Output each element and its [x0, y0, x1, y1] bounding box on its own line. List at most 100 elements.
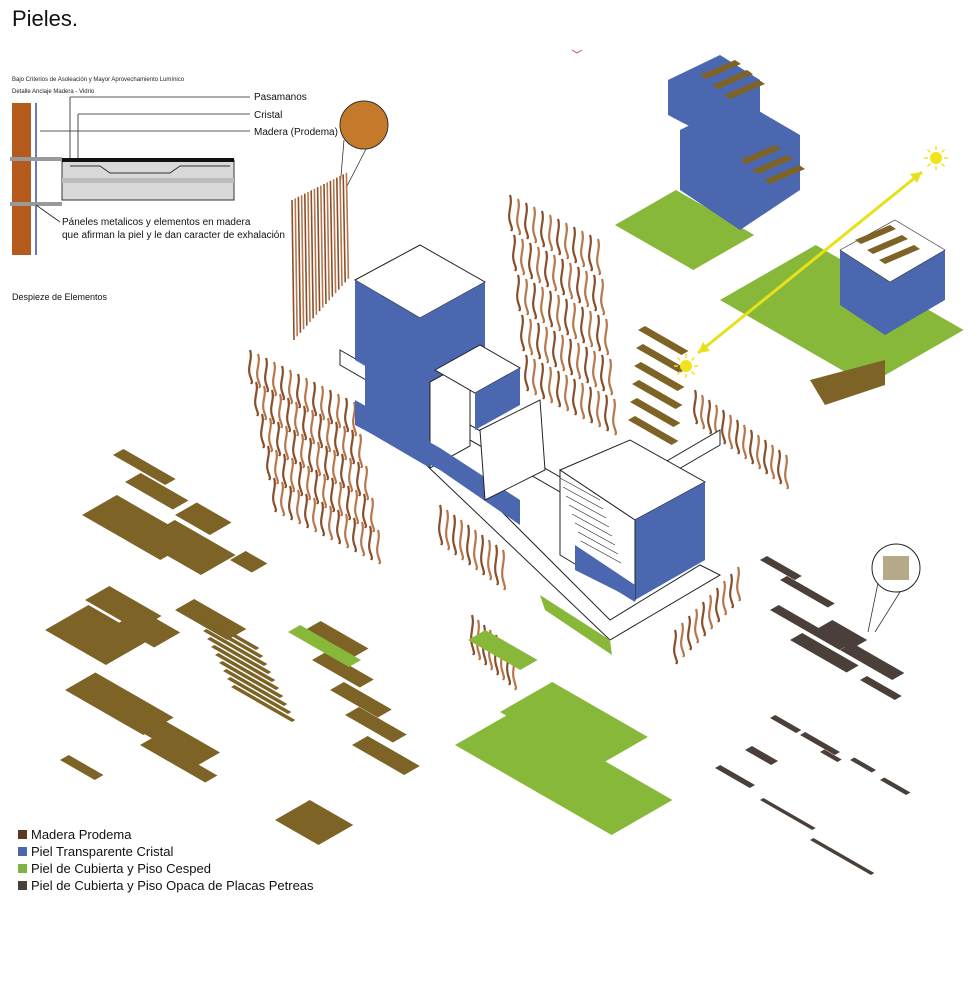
wood-fin — [356, 461, 362, 497]
sun-ray — [676, 371, 681, 376]
olive-strip — [636, 344, 687, 373]
olive-strip — [630, 398, 681, 427]
wood-fin — [556, 370, 562, 408]
legend-item-madera: Madera Prodema — [18, 826, 314, 843]
olive-strip — [740, 145, 781, 164]
wood-fin — [572, 302, 578, 340]
wood-fin — [310, 409, 316, 445]
small-mark — [571, 49, 583, 54]
stone-plate — [860, 676, 902, 700]
wood-fin — [466, 524, 472, 566]
wood-fin — [596, 390, 602, 428]
legend-swatch — [18, 847, 27, 856]
wood-sample-icon — [339, 100, 389, 189]
wood-fin — [346, 485, 352, 521]
wood-fin — [323, 183, 327, 305]
wood-fin — [332, 449, 338, 485]
wood-fin — [548, 290, 554, 328]
olive-strip — [700, 60, 741, 79]
sun-path-arrow — [910, 172, 922, 183]
wood-fin — [584, 270, 590, 308]
olive-strip — [879, 245, 920, 264]
wood-fin — [708, 594, 714, 630]
leader-line — [874, 591, 901, 633]
anchor-detail — [10, 96, 250, 255]
wood-fin — [297, 196, 302, 333]
wood-fin — [268, 417, 274, 453]
wood-fin — [701, 601, 707, 637]
wood-fin — [344, 513, 350, 549]
olive-plate — [305, 621, 369, 658]
olive-strip — [632, 380, 683, 409]
wood-fin — [336, 393, 342, 429]
wood-fin — [556, 218, 562, 256]
sun-ray — [676, 356, 681, 361]
wood-fin — [339, 175, 343, 287]
wood-fin — [292, 429, 298, 465]
wood-fin — [316, 187, 321, 312]
wood-fin — [438, 504, 444, 546]
wood-fin — [348, 457, 354, 493]
wood-fin — [329, 180, 334, 297]
grass-plate — [468, 630, 538, 670]
wood-fin — [470, 614, 476, 656]
wood-fin — [345, 172, 350, 279]
wood-fin — [532, 206, 538, 244]
wood-fin — [548, 214, 554, 252]
olive-strip — [219, 661, 284, 698]
sun-study-building — [615, 55, 964, 445]
wood-fin — [516, 198, 522, 236]
sun-ray — [691, 371, 696, 376]
sun-ray — [941, 163, 946, 168]
olive-plate — [140, 738, 218, 783]
wood-fin — [300, 433, 306, 469]
wood-fin — [334, 421, 340, 457]
wood-fin — [320, 185, 324, 308]
wood-fin — [310, 190, 314, 319]
wood-fin — [568, 338, 574, 376]
glass-tower — [680, 100, 800, 230]
glass-face — [475, 368, 520, 430]
wood-fin — [572, 226, 578, 264]
legend-label: Piel Transparente Cristal — [31, 844, 174, 859]
olive-strip — [199, 621, 264, 658]
olive-strip — [764, 165, 805, 184]
olive-plate — [230, 551, 268, 573]
wood-fin — [350, 429, 356, 465]
wood-fin — [600, 354, 606, 392]
wood-post — [12, 103, 31, 255]
wood-fin — [302, 405, 308, 441]
stone-plate — [820, 749, 842, 762]
sun-path-line — [697, 170, 923, 355]
sun-ray — [691, 356, 696, 361]
wood-fin — [784, 454, 790, 490]
wood-fin — [576, 342, 582, 380]
stone-plate — [800, 732, 841, 755]
sun-path-arrow — [698, 342, 710, 353]
grass-plate — [288, 625, 362, 667]
wood-fin — [487, 539, 493, 581]
wood-fin — [336, 509, 342, 545]
sun-icon — [674, 354, 698, 378]
wood-fin — [770, 444, 776, 480]
railing-mid — [62, 178, 234, 183]
olive-floor-plates — [45, 449, 420, 845]
wood-fin — [548, 366, 554, 404]
stair-line — [565, 495, 607, 519]
wood-fin — [544, 250, 550, 288]
wood-fin — [560, 334, 566, 372]
wood-fin — [508, 194, 514, 232]
wood-fin — [572, 378, 578, 416]
wood-fin — [288, 369, 294, 405]
wood-fins — [248, 172, 790, 691]
wood-fin — [312, 497, 318, 533]
olive-strip — [215, 653, 280, 690]
callout-pasamanos: Pasamanos — [254, 92, 307, 103]
wood-fin — [296, 489, 302, 525]
wood-fin — [296, 373, 302, 409]
wood-fin — [532, 358, 538, 396]
wood-fin — [336, 177, 340, 290]
stair-line — [562, 486, 604, 510]
legend: Madera Prodema Piel Transparente Cristal… — [18, 826, 314, 894]
